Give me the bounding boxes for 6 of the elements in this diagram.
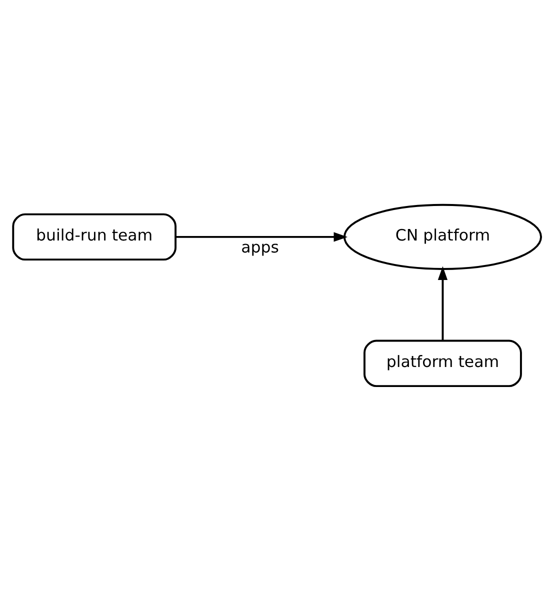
arrow (176, 232, 348, 242)
node-box: platform team (364, 340, 522, 388)
edge-label: apps (241, 237, 279, 256)
node-ellipse: CN platform (343, 204, 542, 270)
arrow (438, 266, 448, 341)
node-box: build-run team (12, 213, 177, 261)
